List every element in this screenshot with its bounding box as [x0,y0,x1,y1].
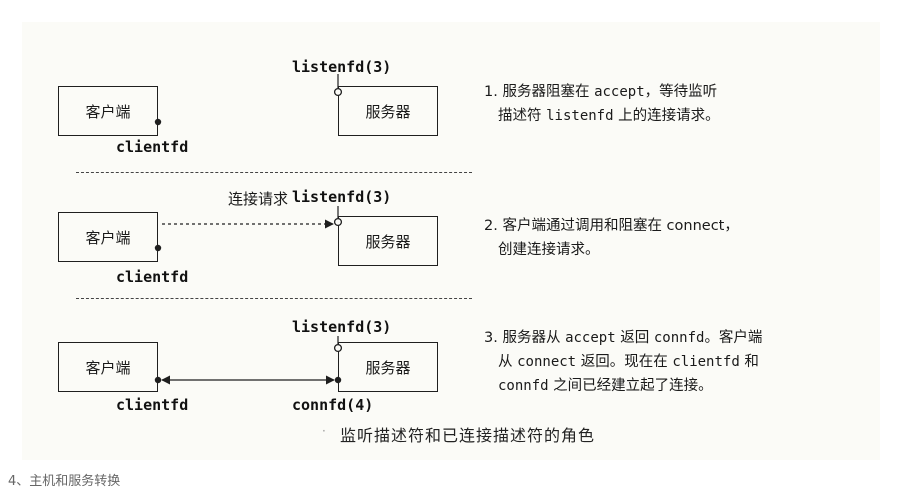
connfd-label: connfd(4) [292,396,374,414]
description-text: 从 [498,354,518,370]
description-text: 。客户端 [704,330,763,346]
description-text: 3. 服务器从 [484,330,566,346]
client-label: 客户端 [85,228,131,247]
listenfd-label: listenfd(3) [292,318,392,336]
listenfd-label: listenfd(3) [292,188,392,206]
description-text: 描述符 [498,108,547,124]
server-box: 服务器 [338,342,438,392]
description-2: 2. 客户端通过调用和阻塞在 connect， 创建连接请求。 [484,214,739,262]
description-text: 上的连接请求。 [613,108,720,124]
connector-layer [154,74,343,385]
code-term: listenfd [546,108,614,124]
description-text: 2. 客户端通过调用和阻塞在 connect， [484,218,739,234]
description-text: ，等待监听 [644,84,718,100]
clientfd-label: clientfd [116,396,189,414]
listenfd-socket-dot [333,87,343,97]
description-text: 之间已经建立起了连接。 [548,378,713,394]
client-box: 客户端 [58,342,158,392]
description-line: 1. 服务器阻塞在 accept，等待监听 [484,80,720,104]
server-label: 服务器 [365,232,411,251]
server-box: 服务器 [338,216,438,266]
description-line: 从 connect 返回。现在在 clientfd 和 [484,350,762,374]
listenfd-socket-dot [333,343,343,353]
clientfd-socket-dot [154,118,162,126]
listenfd-label: listenfd(3) [292,58,392,76]
client-box: 客户端 [58,86,158,136]
clientfd-label: clientfd [116,268,189,286]
panel-divider [76,172,472,173]
client-box: 客户端 [58,212,158,262]
description-line: 描述符 listenfd 上的连接请求。 [484,104,720,128]
section-heading: 4、主机和服务转换 [8,474,121,489]
connection-request-label: 连接请求 [228,190,289,208]
caption-bullet: · [322,424,326,438]
code-term: accept [594,84,645,100]
code-term: clientfd [672,354,740,370]
figure: listenfd(3) 客户端 服务器 clientfd 1. 服务器阻塞在 a… [22,22,880,460]
description-line: 创建连接请求。 [484,238,739,262]
connfd-socket-dot [334,376,342,384]
clientfd-label: clientfd [116,138,189,156]
listenfd-socket-dot [333,217,343,227]
figure-caption: 监听描述符和已连接描述符的角色 [340,426,596,445]
description-text: 返回。现在在 [576,354,673,370]
client-label: 客户端 [85,102,131,121]
description-1: 1. 服务器阻塞在 accept，等待监听 描述符 listenfd 上的连接请… [484,80,720,128]
description-line: 3. 服务器从 accept 返回 connfd。客户端 [484,326,762,350]
description-line: connfd 之间已经建立起了连接。 [484,374,762,398]
description-line: 2. 客户端通过调用和阻塞在 connect， [484,214,739,238]
code-term: accept [565,330,616,346]
client-label: 客户端 [85,358,131,377]
code-term: connect [517,354,577,370]
code-term: connfd [653,330,705,346]
server-box: 服务器 [338,86,438,136]
description-text: 和 [739,354,759,370]
description-text: 创建连接请求。 [498,242,600,258]
clientfd-socket-dot [154,376,162,384]
server-label: 服务器 [365,102,411,121]
server-label: 服务器 [365,358,411,377]
description-3: 3. 服务器从 accept 返回 connfd。客户端 从 connect 返… [484,326,762,398]
panel-divider [76,298,472,299]
description-text: 返回 [615,330,654,346]
code-term: connfd [498,378,549,394]
description-text: 1. 服务器阻塞在 [484,84,595,100]
clientfd-socket-dot [154,244,162,252]
